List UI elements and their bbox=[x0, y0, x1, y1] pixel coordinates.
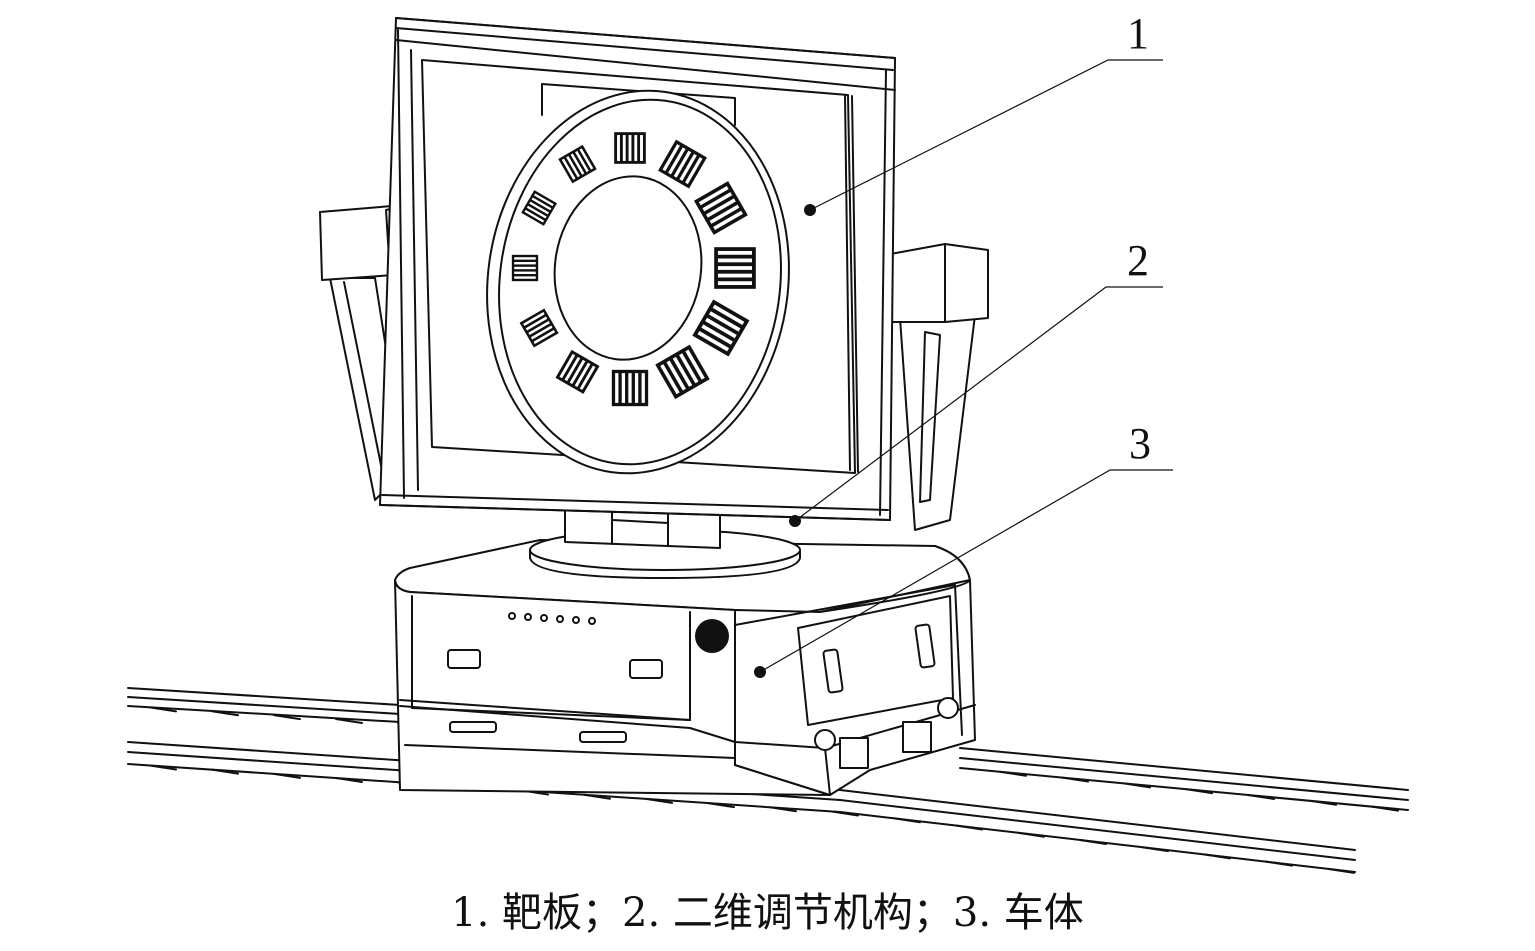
resolution-patterns bbox=[511, 132, 756, 407]
target-board bbox=[379, 17, 896, 521]
rail-sleeper bbox=[1309, 799, 1337, 806]
rail-sleeper bbox=[1203, 853, 1231, 860]
callout-1: 1 bbox=[804, 9, 1163, 216]
vehicle-body bbox=[394, 539, 976, 796]
callout-2-number: 2 bbox=[1127, 236, 1149, 285]
resolution-tile bbox=[519, 308, 559, 348]
rail-sleeper bbox=[1265, 860, 1293, 867]
rail-sleeper bbox=[1123, 782, 1151, 789]
figure-caption: 1. 靶板；2. 二维调节机构；3. 车体 bbox=[451, 890, 1084, 936]
rail-sleeper bbox=[335, 777, 363, 784]
rail-sleeper bbox=[1141, 846, 1169, 853]
rail-sleeper bbox=[211, 768, 239, 775]
rail-sleeper bbox=[1061, 776, 1089, 783]
rail-sleeper bbox=[893, 817, 921, 824]
rail-sleeper bbox=[645, 797, 673, 804]
rail-sleeper bbox=[583, 793, 611, 800]
callout-1-number: 1 bbox=[1127, 9, 1149, 58]
resolution-tile bbox=[611, 369, 649, 407]
rail-sleeper bbox=[955, 824, 983, 831]
rail-sleeper bbox=[707, 802, 735, 809]
resolution-tile bbox=[693, 181, 748, 235]
resolution-tile bbox=[692, 299, 750, 357]
rail-sleeper bbox=[1327, 867, 1355, 874]
rail-sleeper bbox=[769, 806, 797, 813]
callout-2: 2 bbox=[789, 236, 1163, 527]
rail-sleeper bbox=[999, 770, 1027, 777]
resolution-tile bbox=[511, 254, 539, 282]
rail-sleeper bbox=[335, 718, 363, 724]
callout-3: 3 bbox=[754, 419, 1173, 678]
resolution-tile bbox=[558, 144, 597, 184]
rail-sleeper bbox=[273, 714, 301, 721]
rail-sleeper bbox=[831, 810, 859, 817]
callout-3-number: 3 bbox=[1129, 419, 1151, 468]
rail-sleeper bbox=[149, 706, 177, 713]
rail-sleeper bbox=[1371, 805, 1399, 812]
resolution-tile bbox=[555, 349, 600, 394]
rail-sleeper bbox=[1079, 838, 1107, 845]
rail-sleeper bbox=[1185, 788, 1213, 795]
resolution-tile bbox=[655, 344, 710, 400]
resolution-tile bbox=[521, 190, 557, 226]
resolution-tile bbox=[614, 132, 646, 164]
rail-sleeper bbox=[149, 764, 177, 771]
rail-sleeper bbox=[211, 710, 239, 717]
rail-upper bbox=[127, 687, 1409, 811]
rail-sleeper bbox=[1017, 831, 1045, 838]
resolution-tile bbox=[658, 139, 707, 189]
resolution-tile bbox=[714, 247, 756, 289]
rail-sleeper bbox=[1247, 794, 1275, 800]
rail-sleeper bbox=[273, 772, 301, 779]
